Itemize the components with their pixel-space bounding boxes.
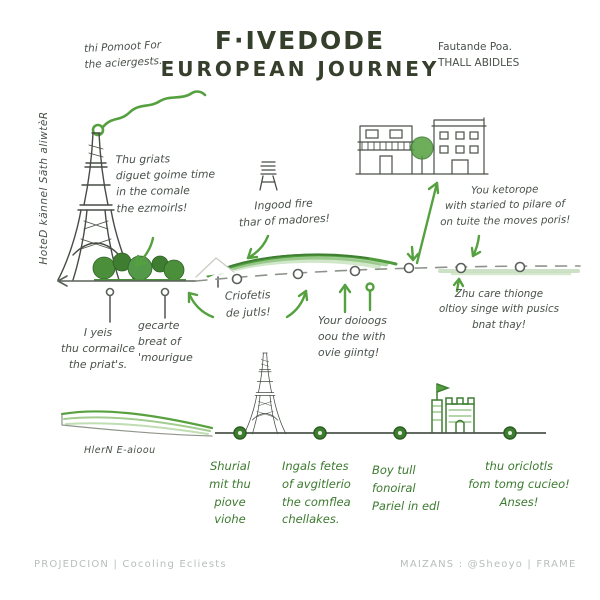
arrow-buildings-icon	[415, 181, 440, 265]
green-arrows	[134, 181, 482, 319]
green-squiggle-icon	[91, 90, 207, 137]
eiffel-tower-small-icon	[243, 352, 287, 435]
green-castle-icon	[431, 383, 475, 433]
note-crofetis: Criofetis de jutls!	[224, 288, 271, 320]
timeline-label-2: Ingals fetes of avgitlerio the comflea c…	[282, 459, 351, 527]
trees-row-icon	[92, 252, 186, 281]
arrow-monuments-icon	[134, 236, 155, 267]
arrow-crofetis-right-icon	[285, 289, 309, 319]
green-hills-icon	[195, 253, 580, 278]
chair-icon	[259, 161, 278, 191]
timeline-label-3: Boy tull fonoiral Pariel in edl	[372, 463, 440, 513]
note-care: Zhu care thionge oltioy singe with pusic…	[438, 288, 560, 331]
timeline-label-1: Shurial mit thu piove viohe	[209, 459, 251, 527]
arrow-doiogs-2-icon	[365, 282, 375, 312]
arrow-ketorope-down-icon	[470, 234, 482, 258]
poster-title-line1: F·IVEDODE	[214, 26, 386, 55]
arrow-timeline-down-icon	[406, 245, 420, 262]
landscape-wedge-icon	[60, 410, 214, 437]
arrow-care-up-icon	[452, 277, 465, 293]
left-vertical-label: HoteD kännel Säth aliwtèR	[38, 111, 50, 265]
arrow-doiogs-1-icon	[338, 283, 352, 314]
footer-credit-left: PROJEDCION | Cocoling Ecliests	[34, 559, 227, 570]
timeline-label-4: thu oriclotls fom tomg cucieo! Anses!	[468, 459, 570, 509]
landscape-label: HlerN E-aioou	[84, 445, 156, 456]
note-pin-first: I yeis thu cormailce the priat's.	[60, 326, 136, 372]
arrow-fire-icon	[246, 234, 270, 260]
note-doiogs: Your doioogs oou the with ovie giintg!	[318, 314, 387, 360]
poster-title-line2: EUROPEAN JOURNEY	[160, 57, 440, 81]
bottom-timeline	[215, 426, 546, 440]
footer-credit-right: MAIZANS : @Sheoyo | FRAME	[400, 559, 577, 570]
buildings-icon	[355, 117, 489, 175]
arrow-crofetis-left-icon	[187, 291, 215, 319]
note-top-right: Fautande Poa. THALL ABIDLES	[438, 41, 520, 69]
note-ketorope: You ketorope with staried to pilare of o…	[440, 183, 571, 229]
note-fire: Ingood fire thar of madores!	[238, 196, 331, 230]
note-pin-second: gecarte breat of 'mourigue	[138, 319, 193, 365]
upper-timeline	[57, 261, 581, 323]
